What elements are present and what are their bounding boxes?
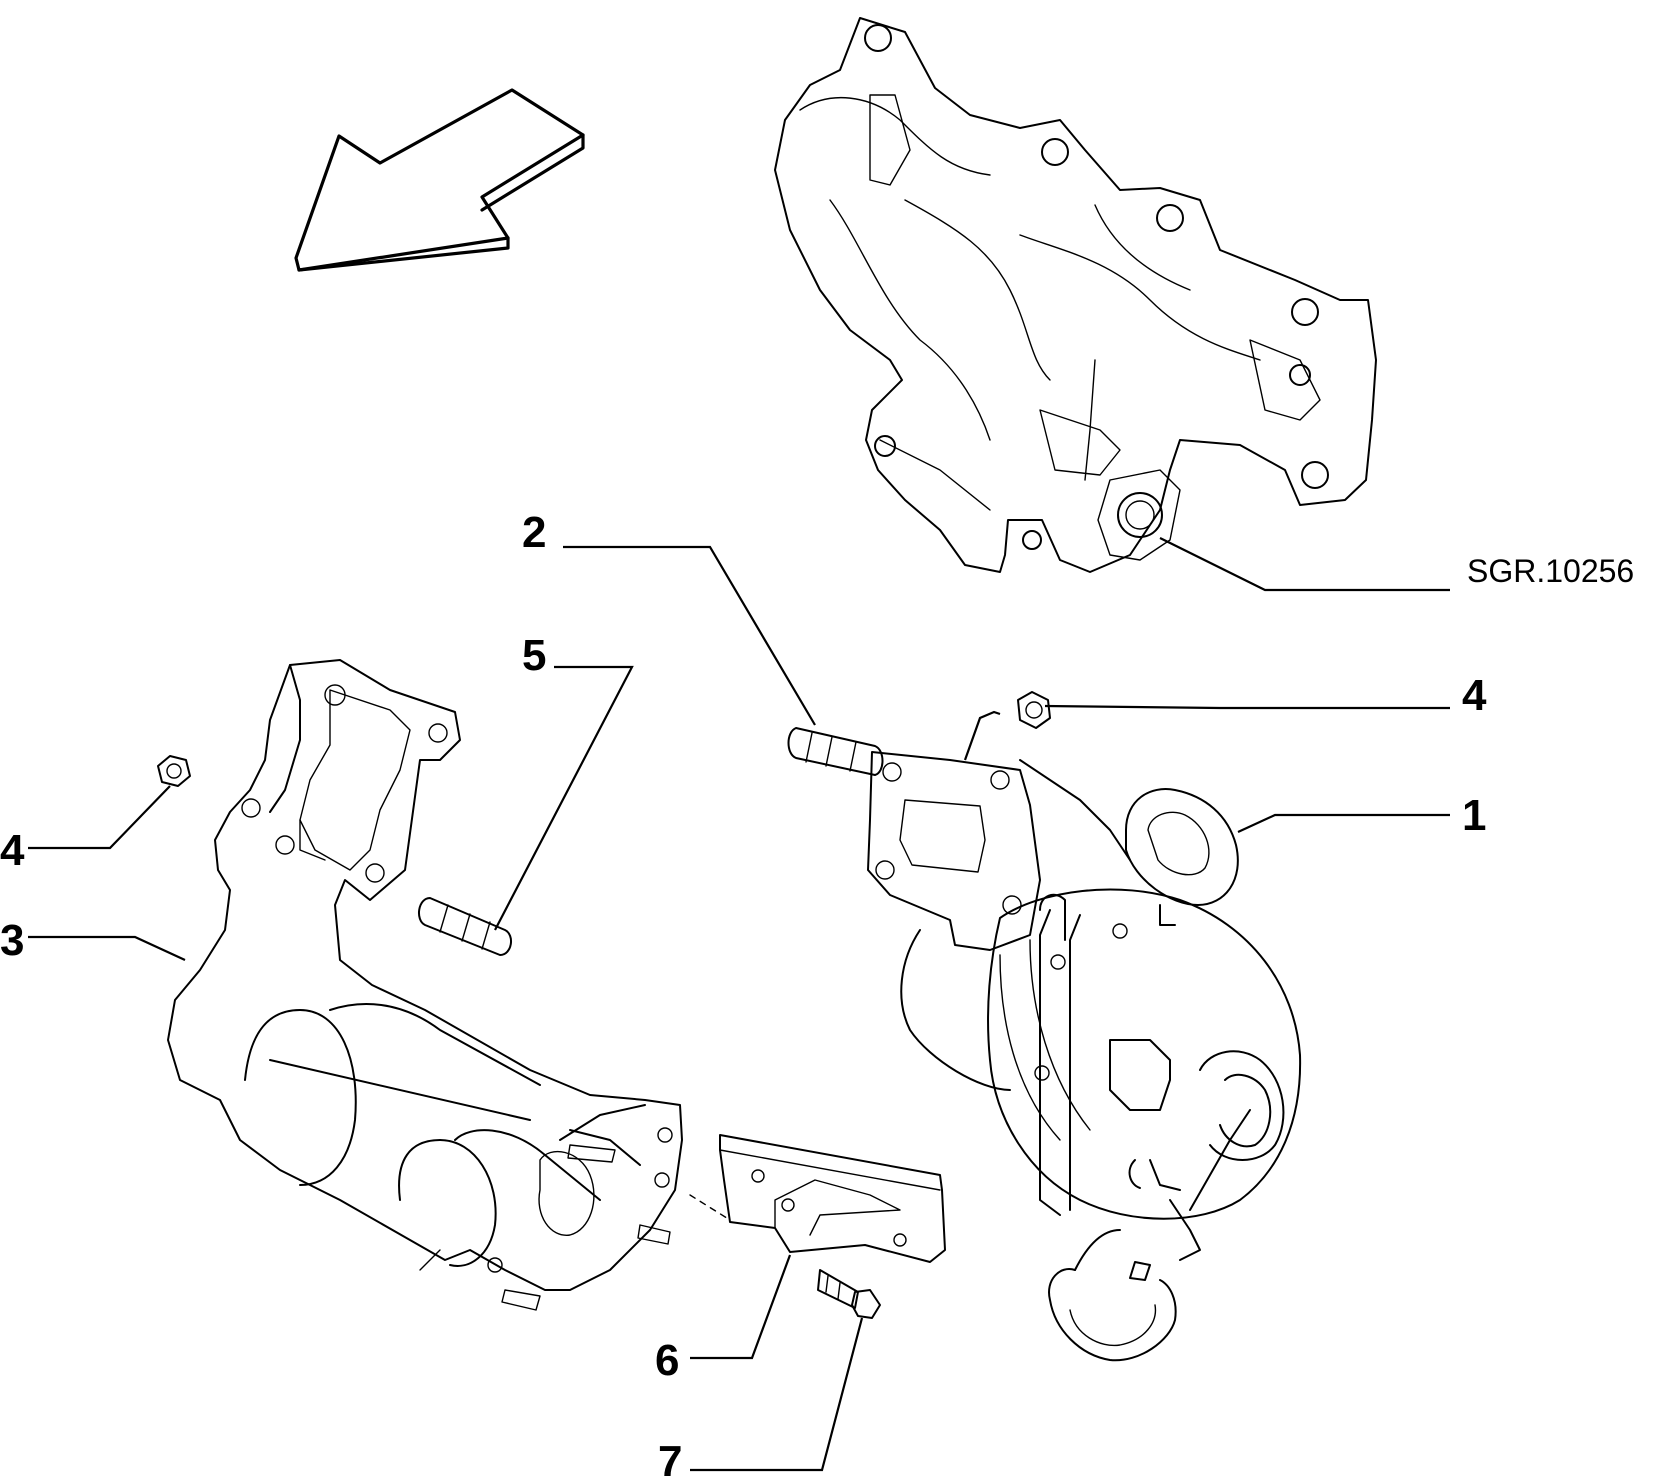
bracket-6: [689, 1134, 946, 1263]
callout-7: 7: [658, 1437, 682, 1476]
nut-4-turbo: [1017, 691, 1051, 729]
exhaust-manifold: [774, 17, 1377, 573]
callout-1: 1: [1462, 791, 1486, 840]
callout-6: 6: [655, 1336, 679, 1385]
leader-lines: [28, 537, 1450, 1472]
direction-arrow-icon: [294, 88, 585, 272]
stud-5: [418, 897, 512, 956]
callout-3: 3: [0, 916, 24, 965]
callout-4-right: 4: [1462, 671, 1487, 720]
callout-labels: SGR.10256 1 2 3 4 4 5 6 7: [0, 508, 1634, 1476]
nut-4-left: [157, 755, 191, 787]
callout-2: 2: [522, 508, 546, 557]
reference-code: SGR.10256: [1467, 553, 1634, 589]
turbocharger: [867, 751, 1302, 1362]
callout-4-left: 4: [0, 826, 25, 875]
catalytic-converter: [167, 659, 683, 1311]
callout-5: 5: [522, 631, 546, 680]
stud-2: [787, 727, 884, 776]
bolt-7: [817, 1269, 881, 1319]
